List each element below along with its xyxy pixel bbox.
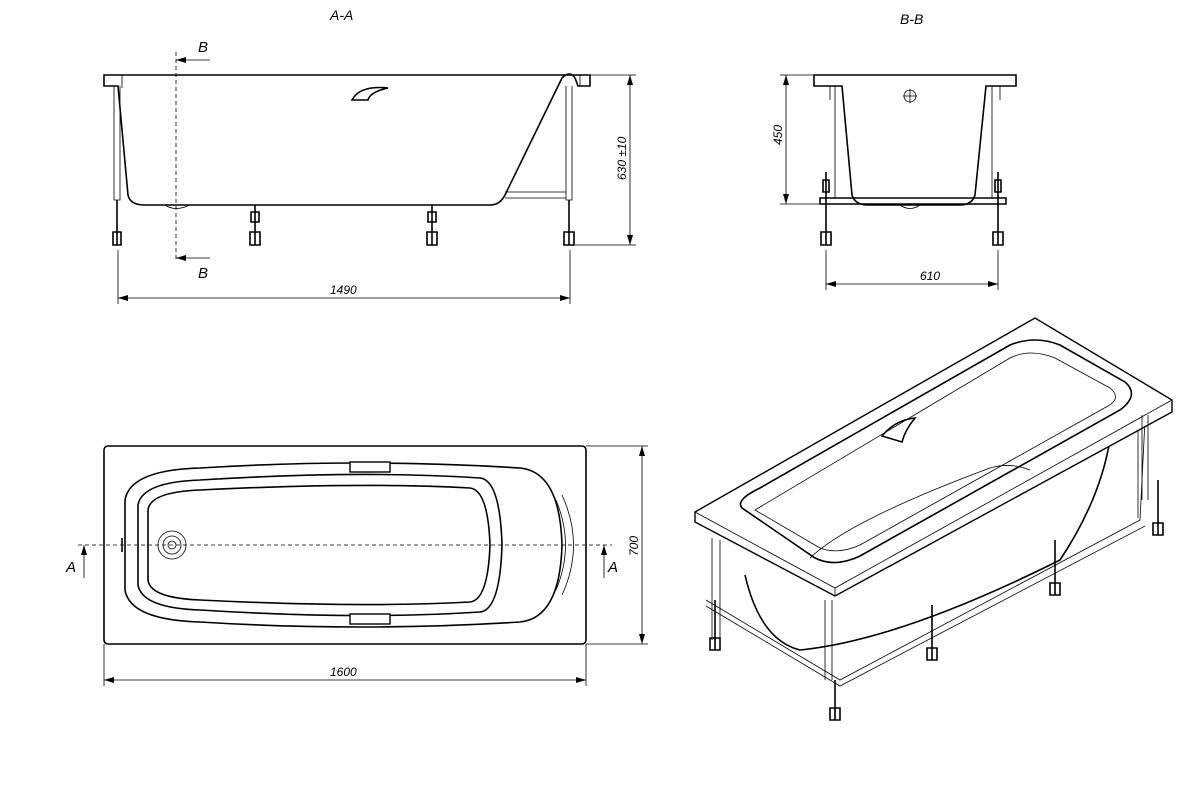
length-dim-1490: 1490 (330, 283, 357, 297)
cut-label-b-top: B (198, 39, 208, 56)
length-dim-1600: 1600 (330, 665, 357, 679)
section-aa-view: A-A B B 630 ±10 1490 (103, 7, 636, 304)
section-bb-view: B-B 450 610 (771, 11, 1017, 290)
cut-label-a-left: A (65, 559, 76, 576)
plan-view: A A 700 1600 (65, 445, 648, 686)
isometric-view (694, 317, 1173, 721)
section-bb-title: B-B (900, 11, 923, 27)
width-dim-700: 700 (627, 536, 641, 556)
height-dim-450: 450 (771, 125, 785, 145)
cut-label-b-bottom: B (198, 265, 208, 282)
section-aa-title: A-A (329, 7, 353, 23)
cut-label-a-right: A (607, 559, 618, 576)
width-dim-610: 610 (920, 269, 940, 283)
height-dim-630: 630 ±10 (615, 136, 629, 180)
